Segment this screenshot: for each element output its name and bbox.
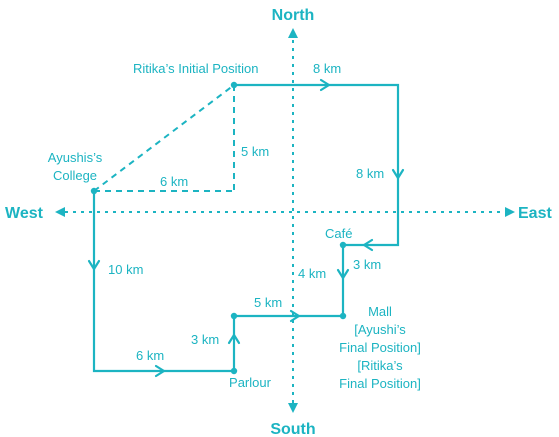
- college-dot: [90, 187, 98, 195]
- west-arrow-cafe: [362, 238, 374, 252]
- distance-cafe-west: 3 km: [353, 257, 381, 272]
- distance-horizontal-dashed: 6 km: [160, 174, 188, 189]
- south-arrow-cafe: [336, 268, 350, 280]
- east-arrow-to-mall: [289, 309, 301, 323]
- north-label: North: [272, 7, 315, 24]
- east-arrow-top: [319, 78, 331, 92]
- distance-parlour-north: 3 km: [191, 332, 219, 347]
- cafe-dot: [339, 241, 347, 249]
- south-arrow-right: [391, 168, 405, 180]
- distance-vertical-dashed: 5 km: [241, 144, 269, 159]
- east-label: East: [518, 205, 552, 222]
- ritika-final-line2: Final Position]: [339, 376, 421, 391]
- distance-right-south: 8 km: [356, 166, 384, 181]
- diagonal-dashed-line: [93, 84, 235, 192]
- mall-label: Mall: [368, 304, 392, 319]
- west-label: West: [5, 205, 44, 222]
- ritika-initial-dot: [230, 81, 238, 89]
- south-arrowhead: [288, 403, 298, 413]
- distance-cafe-south: 4 km: [298, 266, 326, 281]
- east-arrow-bottom: [154, 364, 166, 378]
- distance-bottom-east: 6 km: [136, 348, 164, 363]
- ritika-path: [234, 83, 400, 316]
- cafe-label: Café: [325, 226, 352, 241]
- west-arrowhead: [55, 207, 65, 217]
- college-label-line1: Ayushis’s: [48, 150, 103, 165]
- college-label-line2: College: [53, 168, 97, 183]
- north-arrowhead: [288, 28, 298, 38]
- ayushi-final-line2: Final Position]: [339, 340, 421, 355]
- north-arrow-parlour: [227, 333, 241, 345]
- ritika-final-line1: [Ritika’s: [357, 358, 403, 373]
- distance-to-mall: 5 km: [254, 295, 282, 310]
- turn-dot: [230, 312, 238, 320]
- ritika-initial-label: Ritika’s Initial Position: [133, 61, 258, 76]
- east-arrowhead: [505, 207, 515, 217]
- parlour-label: Parlour: [229, 375, 272, 390]
- south-arrow-college: [87, 259, 101, 271]
- south-label: South: [270, 421, 315, 437]
- mall-dot: [339, 312, 347, 320]
- distance-top-east: 8 km: [313, 61, 341, 76]
- distance-college-south: 10 km: [108, 262, 143, 277]
- parlour-dot: [230, 367, 238, 375]
- ayushi-final-line1: [Ayushi’s: [354, 322, 406, 337]
